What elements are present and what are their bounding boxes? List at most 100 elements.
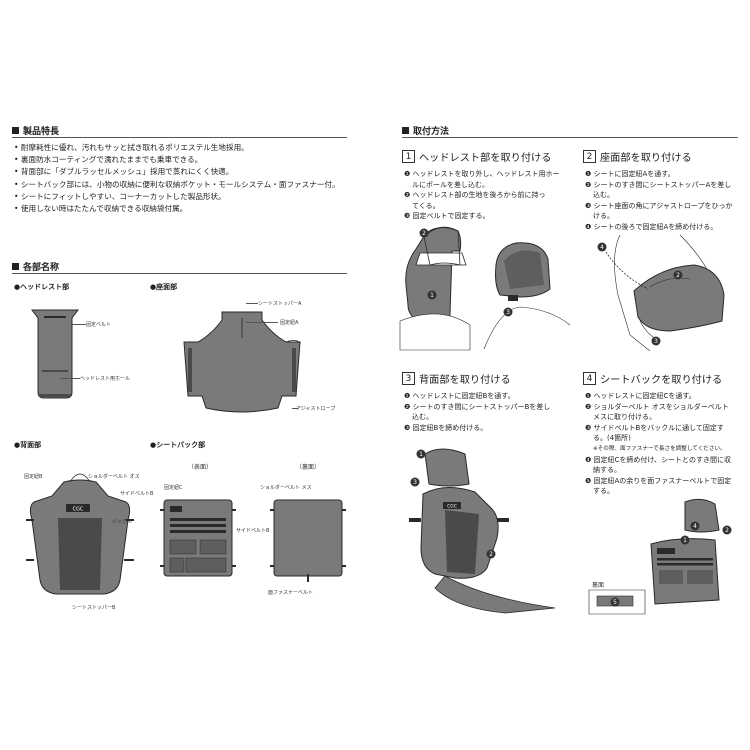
feature-item: • 背面部に「ダブルラッセルメッシュ」採用で蒸れにくく快適。 (14, 167, 234, 177)
svg-text:5: 5 (613, 599, 617, 606)
back-part-label: ●背面部 (14, 441, 42, 449)
instruction-line: 納する。 (593, 466, 621, 475)
instruction-line: ❶ ヘッドレストを取り外し、ヘッドレスト用ホー (404, 170, 560, 178)
features-rule (12, 137, 347, 138)
instruction-line: ❷ ヘッドレスト部の生地を後ろから前に持っ (404, 191, 546, 200)
shoulder-male-label: ショルダーベルト オス (88, 474, 140, 480)
instruction-line: ❸ シート座面の角にアジャストロープをひっか (585, 201, 733, 210)
step-4-instructions: ❶ ヘッドレストに固定紐Cを通す。 ❷ ショルダーベルト オスをショルダーベルト… (585, 391, 731, 497)
leader-line (246, 303, 258, 304)
headrest-part-illustration (31, 309, 79, 399)
svg-text:4: 4 (600, 244, 604, 251)
adjust-rope-label: アジャストロープ (296, 406, 336, 412)
instruction-line: ける。 (593, 212, 614, 221)
instruction-line: ❹ シートの後ろで固定紐Aを締め付ける。 (585, 222, 718, 231)
leader-line (72, 324, 86, 325)
parts-heading: 各部名称 (12, 260, 59, 273)
step-3-title: 3 背面部を取り付ける (402, 371, 511, 386)
section-square-icon (12, 263, 19, 270)
svg-text:CGC: CGC (73, 507, 84, 513)
buckle-label: バックル (112, 519, 132, 525)
side-belt-b-label: サイドベルトB (236, 528, 270, 534)
seat-stopper-a-label: シートストッパーA (258, 301, 302, 307)
instruction-line: ❶ シートに固定紐Aを通す。 (585, 170, 675, 178)
instruction-line: 込む。 (593, 191, 614, 200)
instruction-line: ❷ ショルダーベルト オスをショルダーベルト (585, 402, 729, 411)
feature-item: • シートにフィットしやすい、コーナーカットした製品形状。 (14, 191, 226, 201)
svg-text:1: 1 (683, 537, 687, 544)
rear-side-label: （裏面） (296, 464, 321, 471)
instruction-line: ❷ シートのすき間にシートストッパーAを差し (585, 180, 732, 189)
step-2-title: 2 座面部を取り付ける (583, 149, 692, 164)
svg-text:CGC: CGC (447, 504, 457, 510)
leader-line (246, 322, 278, 323)
svg-text:3: 3 (506, 309, 510, 316)
step-4-illustration: 4 1 2 5 (588, 498, 732, 615)
step-title-text: 座面部を取り付ける (600, 153, 692, 164)
fixing-belt-label: 固定ベルト (86, 322, 112, 328)
instruction-line: ❹ 固定紐Cを締め付け、シートとのすき間に収 (585, 455, 731, 464)
headrest-hole-label: ヘッドレスト用ホール (80, 376, 131, 382)
instruction-line: する。 (593, 487, 614, 496)
instruction-line: メスに取り付ける。 (593, 413, 656, 422)
feature-item: • 耐摩耗性に優れ、汚れもサッと拭き取れるポリエステル生地採用。 (14, 143, 249, 152)
rear-view-label: 裏面 (592, 582, 605, 589)
section-square-icon (12, 127, 19, 134)
seatback-part-label: ●シートバック部 (150, 441, 206, 449)
step-2-instructions: ❶ シートに固定紐Aを通す。 ❷ シートのすき間にシートストッパーAを差し 込む… (585, 169, 732, 233)
step-number: 1 (402, 150, 415, 163)
step-number: 3 (402, 372, 415, 385)
install-title: 取付方法 (413, 127, 450, 137)
instruction-line: ❸ 固定紐Bを締め付ける。 (404, 423, 488, 432)
svg-text:3: 3 (654, 338, 658, 345)
seat-stopper-b-label: シートストッパーB (72, 605, 116, 611)
instruction-line: ❸ 固定ベルトで固定する。 (404, 212, 490, 221)
instruction-line: ❷ シートのすき間にシートストッパーBを差し (404, 402, 551, 411)
step-3-instructions: ❶ ヘッドレストに固定紐Bを通す。 ❷ シートのすき間にシートストッパーBを差し… (404, 391, 550, 433)
instruction-line: ❶ ヘッドレストに固定紐Bを通す。 (404, 392, 515, 400)
seat-part-illustration (183, 311, 301, 413)
svg-text:2: 2 (725, 527, 729, 534)
instruction-line: ルにポールを差し込む。 (412, 180, 489, 189)
step-3-illustration: CGC 3 1 2 (409, 448, 556, 614)
seat-part-label: ●座面部 (150, 283, 178, 291)
instruction-line: ❶ ヘッドレストに固定紐Cを通す。 (585, 392, 696, 400)
leader-line (292, 408, 298, 409)
svg-text:2: 2 (676, 272, 680, 279)
cord-a-label: 固定紐A (280, 320, 299, 326)
feature-item: • 使用しない時はたたんで収納できる収納袋付属。 (14, 204, 188, 214)
shoulder-female-label: ショルダーベルト メス (260, 485, 312, 491)
step-2-illustration: 4 2 3 (597, 234, 725, 352)
seatback-front-illustration (160, 499, 236, 577)
instruction-line: ❺ 固定紐Aの余りを面ファスナーベルトで固定 (585, 476, 732, 485)
instruction-line: る。(4箇所) (593, 434, 631, 443)
install-heading: 取付方法 (402, 124, 449, 137)
seatback-rear-illustration (270, 499, 346, 582)
instruction-note: ※その際、面ファスナーで長さを調整してください。 (593, 445, 726, 452)
step-4-title: 4 シートバックを取り付ける (583, 371, 722, 386)
step-title-text: ヘッドレスト部を取り付ける (419, 153, 552, 164)
front-side-label: （表面） (188, 464, 213, 471)
features-list: • 耐摩耗性に優れ、汚れもサッと拭き取れるポリエステル生地採用。 • 裏面防水コ… (14, 142, 344, 215)
step-1-illustration: 2 1 3 (399, 226, 571, 351)
svg-text:2: 2 (422, 230, 426, 237)
features-title: 製品特長 (23, 127, 60, 137)
instruction-line: てくる。 (412, 201, 440, 210)
cord-c-label: 固定紐C (164, 485, 183, 491)
side-belt-b-label: サイドベルトB (120, 491, 154, 497)
instruction-line: ❸ サイドベルトBをバックルに通して固定す (585, 423, 724, 432)
step-1-title: 1 ヘッドレスト部を取り付ける (402, 149, 551, 164)
fastener-belt-label: 面ファスナーベルト (268, 590, 314, 596)
step-number: 2 (583, 150, 596, 163)
features-heading: 製品特長 (12, 124, 59, 137)
parts-rule (12, 273, 347, 274)
svg-text:3: 3 (413, 479, 417, 486)
feature-item: • シートバック部には、小物の収納に便利な収納ポケット・モールシステム・面ファス… (14, 179, 340, 189)
step-title-text: 背面部を取り付ける (419, 375, 511, 386)
svg-text:1: 1 (419, 451, 423, 458)
svg-text:2: 2 (489, 551, 493, 558)
svg-text:4: 4 (693, 523, 697, 530)
parts-title: 各部名称 (23, 263, 60, 273)
install-rule (402, 137, 738, 138)
